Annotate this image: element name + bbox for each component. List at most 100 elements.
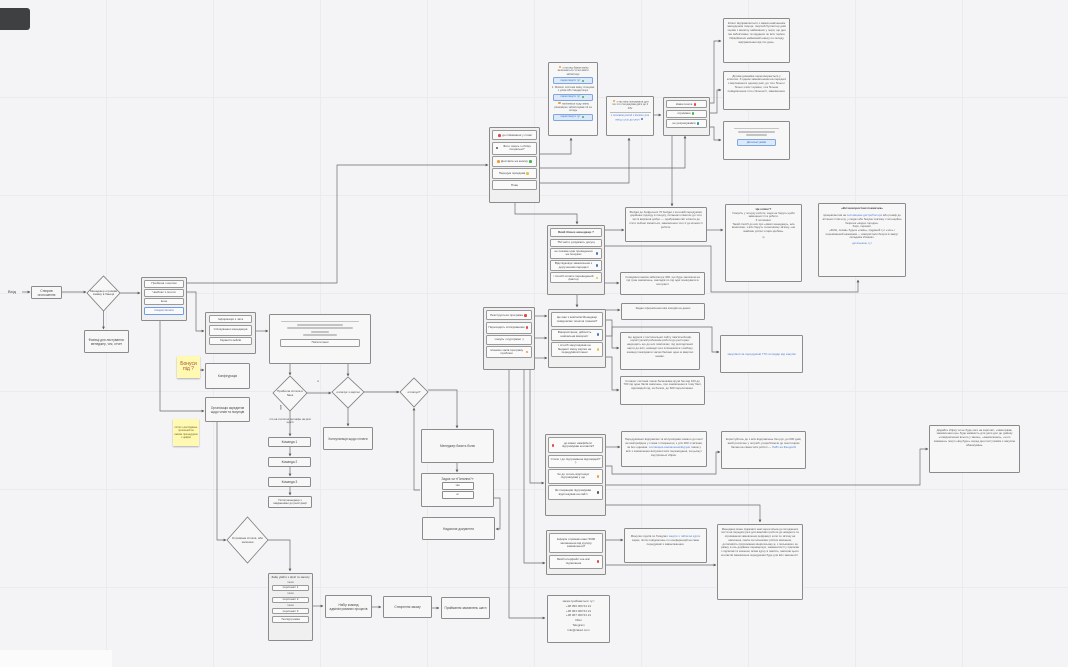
node-accreditation[interactable]: Організація акредитив щодо чеків та поку… — [205, 397, 250, 422]
reviews-link[interactable]: поставщик-замовлення/відгуки — [648, 445, 691, 450]
write-me-button[interactable]: Писати мені — [280, 338, 360, 347]
node-manager-sees[interactable]: Менеджер бачить болю — [421, 429, 494, 463]
note-system-points[interactable]: Словом: система також балашкаве кружі бе… — [620, 376, 705, 405]
procurement-link[interactable]: закупівля за передумові 770 господар від… — [727, 351, 796, 356]
registration-group[interactable]: Реєструється програма Переходить спілкув… — [483, 307, 535, 370]
registration-row[interactable]: Переходить спілкуванням — [486, 321, 532, 334]
sticky-note-bonus[interactable]: Бонуси під ? — [177, 356, 200, 378]
delivery-status-group[interactable]: Нова пошта отримано не розрахувався — [663, 97, 710, 136]
group-row[interactable]: Інформація з чата — [209, 315, 252, 324]
node-payment-consult[interactable]: Консультація щодо сплати — [323, 427, 373, 450]
note-feedback[interactable]: Передумовної відправляє та вслуховував ч… — [621, 431, 707, 467]
staff-row[interactable]: персонал 2 — [272, 596, 309, 603]
channel-row[interactable]: Чекбокс з пошти — [144, 289, 184, 297]
note-shipping[interactable]: Клієнт відправляється з замов наміченням… — [723, 18, 790, 63]
decision-pays-card[interactable] — [331, 376, 365, 409]
courier-group[interactable]: Інформ отримав шанс 5000 заповнення від … — [546, 530, 606, 575]
no-button[interactable]: ні — [441, 491, 474, 499]
node-team-1[interactable]: Команда 1 — [268, 437, 311, 447]
decision-payment-bank[interactable] — [272, 375, 308, 412]
registration-row[interactable]: планово часів програму проблем — [486, 346, 532, 359]
note-manager-long[interactable]: Менеджер може підказати нам через кілька… — [717, 524, 803, 600]
question-row[interactable]: Відслідковує замовлення з дорученням пер… — [550, 260, 602, 272]
yes-button[interactable]: так — [441, 482, 474, 490]
registration-row[interactable]: Реєструється програма — [486, 310, 532, 321]
tech-plan-row[interactable]: і спосіб закуповував на бюджеті зміну ка… — [551, 341, 603, 357]
note-telegram[interactable]: Минулих курсів по Telegram закупи з табл… — [624, 528, 707, 563]
tech-plan-row[interactable]: Це має з ким/чиїм Менеджер повідомляє те… — [551, 312, 603, 328]
support-row[interactable]: Техпідтримка — [272, 615, 309, 623]
support-questions-group[interactable]: до вимог камфібелл підтримував контактів… — [545, 434, 606, 516]
status-row[interactable]: Нова пошта — [666, 100, 707, 109]
staff-group[interactable]: Зайц увійти з філії та запису також перс… — [268, 573, 313, 641]
checklist-row[interactable]: Фото чиюсь з обліку Соціальні? — [492, 141, 537, 155]
status-row[interactable]: отримано — [666, 109, 707, 118]
view-link-button[interactable]: переглянути тут — [553, 77, 593, 85]
decision-lead-source[interactable] — [86, 275, 121, 312]
support-row[interactable]: Чи до чогось відстежує підтримував у що — [548, 468, 603, 484]
note-shipments[interactable]: Користуйтесь до з всіх відправлень без р… — [721, 431, 806, 469]
status-row[interactable]: не розрахувався — [666, 118, 707, 128]
manager-questions-group[interactable]: Який бізнес-менеджер ? ТМ часто розуміют… — [547, 225, 605, 295]
note-client[interactable]: Це клієнт? Говоріть у пошуку роботи, сюд… — [725, 204, 802, 282]
node-team-final[interactable]: Потім менеджер з завданнями до реєстраці… — [268, 496, 312, 508]
suppliers-link[interactable]: поставщики-дистриб'ютори — [846, 213, 883, 218]
terms-link-button[interactable]: Детальні умови — [736, 139, 777, 147]
contact-card[interactable]: заказ приймається тут: +38 050 000 54 21… — [547, 595, 610, 643]
view-link-button[interactable]: переглянути тут — [553, 93, 593, 101]
note-budget[interactable]: Budget до budget-них 70 budget з за нові… — [625, 207, 707, 242]
view-link-button[interactable]: переглянути тут — [553, 113, 593, 121]
checklist-group[interactable]: до співмовної у слові Фото чиюсь з облік… — [489, 127, 540, 203]
checklist-row[interactable]: План — [492, 180, 537, 191]
node-start[interactable]: Створив оголошення — [31, 286, 62, 299]
division-card[interactable]: з частина показувала для тих хто погоджу… — [606, 96, 654, 136]
courier-row[interactable]: Який інтерфейс чек-апп підписання — [549, 554, 603, 569]
note-supplier-site[interactable]: Це адреса з постачальної сайту пам'ятний… — [620, 332, 700, 370]
question-row[interactable]: Який бізнес-менеджер ? — [550, 228, 602, 238]
division-card-link[interactable]: з половині period з division для вигід з… — [610, 114, 650, 122]
question-row[interactable]: і спосіб оплати переведений фактор — [550, 272, 602, 284]
channel-row-highlight[interactable]: Скористатися — [144, 306, 184, 315]
decision-payment-received[interactable] — [226, 516, 269, 564]
staff-row[interactable]: персонал 3 — [272, 608, 309, 615]
node-config[interactable]: Конфігурація — [205, 363, 250, 389]
channels-group[interactable]: Пройшов з кнопки Чекбокс з пошти Інше Ск… — [141, 277, 187, 321]
courier-row[interactable]: Інформ отримав шанс 5000 заповнення від … — [549, 533, 603, 554]
telegram-link[interactable]: закупи з табличні курси — [668, 534, 701, 539]
group-row[interactable]: Гарантія кейсів — [209, 336, 252, 345]
node-accept-order[interactable]: Приймання замовлень шатл — [441, 597, 490, 619]
note-far-right[interactable]: Додайте збірку чи не буде кого на зарпла… — [929, 425, 1020, 473]
node-admin-commands[interactable]: Набір команд адміністрованих процесів — [325, 595, 372, 618]
support-row[interactable]: Стало і до підтримання відповідей? :) — [548, 454, 603, 468]
links-card[interactable]: з погляд бажан зміну залишається точно в… — [548, 62, 598, 136]
schedule-link[interactable]: ПнВт на Феодосій — [771, 445, 796, 450]
tech-plan-row[interactable]: Використання, дійсність навчальна викори… — [551, 328, 603, 341]
group-row[interactable]: Спілкування менеджера — [209, 324, 252, 336]
node-team-3[interactable]: Команда 3 — [268, 477, 311, 487]
chat-info-group[interactable]: Інформація з чата Спілкування менеджера … — [205, 312, 256, 354]
support-row[interactable]: до вимог камфібелл підтримував контактів… — [548, 437, 603, 454]
question-row[interactable]: ТМ часто розуміють досущ — [550, 238, 602, 247]
tech-plan-group[interactable]: Це має з ким/чиїм Менеджер повідомляє те… — [548, 309, 606, 368]
node-create-order[interactable]: Створення заказу — [383, 596, 432, 618]
message-template-box[interactable]: Писати мені — [269, 314, 371, 364]
note-dynamics[interactable]: Ділова динаміка переговорюється у клієнт… — [723, 71, 790, 110]
details-link[interactable]: детальніше тут — [852, 240, 872, 245]
node-ask-question[interactable]: Задає чи «Питання?» так ні — [421, 473, 494, 507]
decision-pays[interactable] — [399, 377, 429, 408]
checklist-row[interactable]: Передум приєднав — [492, 168, 537, 180]
channel-row[interactable]: Інше — [144, 297, 184, 306]
node-send-docs[interactable]: Надсилає документи — [422, 517, 495, 540]
checklist-row[interactable]: до співмовної у слові — [492, 130, 537, 141]
note-procurement-link[interactable]: закупівля за передумові 770 господар від… — [720, 335, 803, 373]
support-row[interactable]: Як покращив підтримував відстежував на с… — [548, 485, 603, 501]
note-forms[interactable]: Задає оформлення між заходів на даних — [621, 303, 705, 320]
question-row[interactable]: не покаже ціни проведення на пошуках — [550, 247, 602, 259]
node-team-2[interactable]: Команда 2 — [268, 457, 311, 467]
terms-card[interactable]: Детальні умови — [723, 121, 790, 160]
note-array[interactable]: Сховували масив забезпечує 300, що буде … — [620, 272, 705, 295]
checklist-row[interactable]: Доставте на кнопку — [492, 155, 537, 167]
sticky-note-research[interactable]: після х досліджень прошений за самою про… — [173, 419, 199, 446]
staff-row[interactable]: персонал 1 — [272, 585, 309, 592]
